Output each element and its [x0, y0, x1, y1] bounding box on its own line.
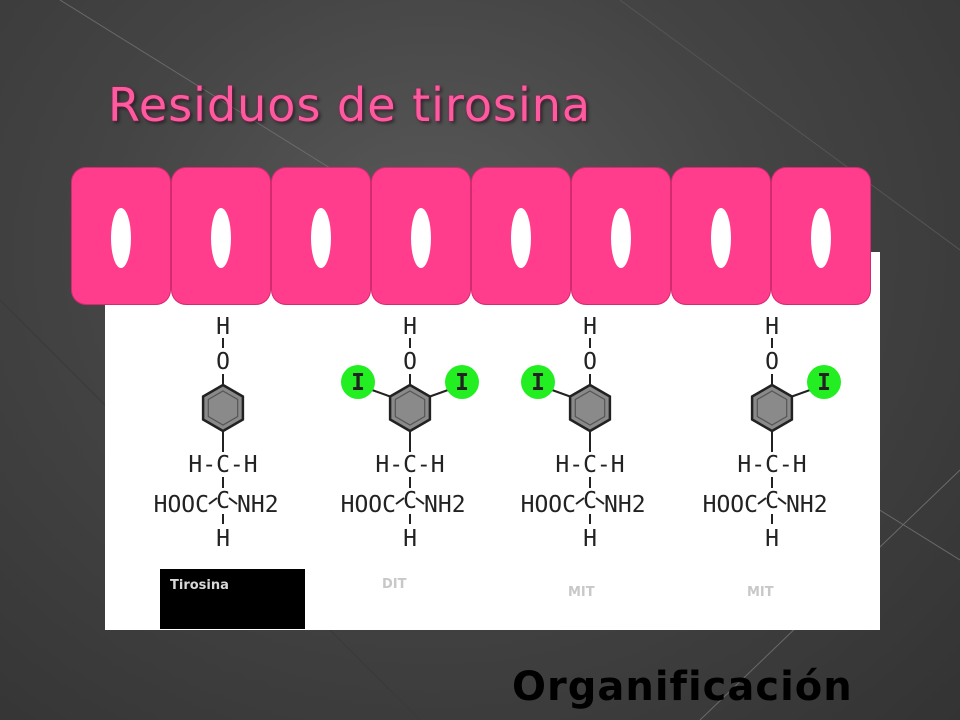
iodine-atom: I	[817, 370, 831, 396]
hydrogen-atom: H	[583, 314, 597, 340]
ring-inner	[394, 390, 426, 426]
follicle-cell	[472, 168, 570, 304]
benzene-ring	[201, 383, 245, 433]
iodine-atom: I	[531, 370, 545, 396]
follicle-cell	[372, 168, 470, 304]
ring-inner	[756, 390, 788, 426]
iodine-circle	[521, 365, 555, 399]
hooc-group: HOOC	[521, 492, 576, 518]
caption-organificacion: Organificación	[512, 664, 853, 710]
ring-inner	[207, 390, 239, 426]
hydrogen-atom: H	[765, 526, 779, 552]
iodine-circle	[807, 365, 841, 399]
cell-nucleus	[311, 208, 331, 268]
follicle-cell	[772, 168, 870, 304]
label-tirosina: Tirosina	[170, 578, 229, 593]
follicle-cell	[72, 168, 170, 304]
cell-nucleus	[611, 208, 631, 268]
hooc-group: HOOC	[341, 492, 396, 518]
hydrogen-atom: H	[583, 526, 597, 552]
follicle-cell	[672, 168, 770, 304]
carbon-atom: C	[765, 488, 779, 514]
bond	[551, 389, 571, 398]
bond	[757, 497, 767, 505]
slide-title: Residuos de tirosina	[108, 78, 592, 132]
h-c-h-group: H-C-H	[737, 452, 806, 478]
molecule-panel	[105, 252, 880, 630]
cell-nucleus	[711, 208, 731, 268]
bond	[208, 497, 218, 505]
label-box-tirosina: Tirosina	[160, 569, 305, 629]
ring-inner	[574, 390, 606, 426]
cell-nucleus	[111, 208, 131, 268]
iodine-atom: I	[455, 370, 469, 396]
oxygen-atom: O	[583, 349, 597, 375]
iodine-circle	[341, 365, 375, 399]
benzene-ring	[388, 383, 432, 433]
bond	[395, 497, 405, 505]
oxygen-atom: O	[216, 349, 230, 375]
h-c-h-group: H-C-H	[188, 452, 257, 478]
follicle-cell-row	[72, 168, 874, 306]
follicle-cell	[172, 168, 270, 304]
hooc-group: HOOC	[703, 492, 758, 518]
hydrogen-atom: H	[216, 314, 230, 340]
nh2-group: NH2	[237, 492, 279, 518]
cell-nucleus	[511, 208, 531, 268]
iodine-atom: I	[351, 370, 365, 396]
nh2-group: NH2	[786, 492, 828, 518]
bond	[575, 497, 585, 505]
hydrogen-atom: H	[765, 314, 779, 340]
iodine-circle	[445, 365, 479, 399]
carbon-atom: C	[216, 488, 230, 514]
carbon-atom: C	[583, 488, 597, 514]
h-c-h-group: H-C-H	[555, 452, 624, 478]
h-c-h-group: H-C-H	[375, 452, 444, 478]
bond	[429, 389, 449, 398]
follicle-cell	[272, 168, 370, 304]
benzene-ring	[568, 383, 612, 433]
oxygen-atom: O	[765, 349, 779, 375]
cell-nucleus	[411, 208, 431, 268]
cell-nucleus	[211, 208, 231, 268]
hydrogen-atom: H	[403, 526, 417, 552]
bond	[777, 497, 787, 505]
nh2-group: NH2	[424, 492, 466, 518]
label-dit: DIT	[382, 577, 407, 592]
benzene-ring	[750, 383, 794, 433]
label-mit-1: MIT	[568, 585, 595, 600]
bond	[595, 497, 605, 505]
cell-nucleus	[811, 208, 831, 268]
hooc-group: HOOC	[154, 492, 209, 518]
label-mit-2: MIT	[747, 585, 774, 600]
hydrogen-atom: H	[403, 314, 417, 340]
nh2-group: NH2	[604, 492, 646, 518]
oxygen-atom: O	[403, 349, 417, 375]
bond	[415, 497, 425, 505]
follicle-cell	[572, 168, 670, 304]
bond	[791, 389, 811, 398]
bond	[371, 389, 391, 398]
hydrogen-atom: H	[216, 526, 230, 552]
bond	[228, 497, 238, 505]
carbon-atom: C	[403, 488, 417, 514]
